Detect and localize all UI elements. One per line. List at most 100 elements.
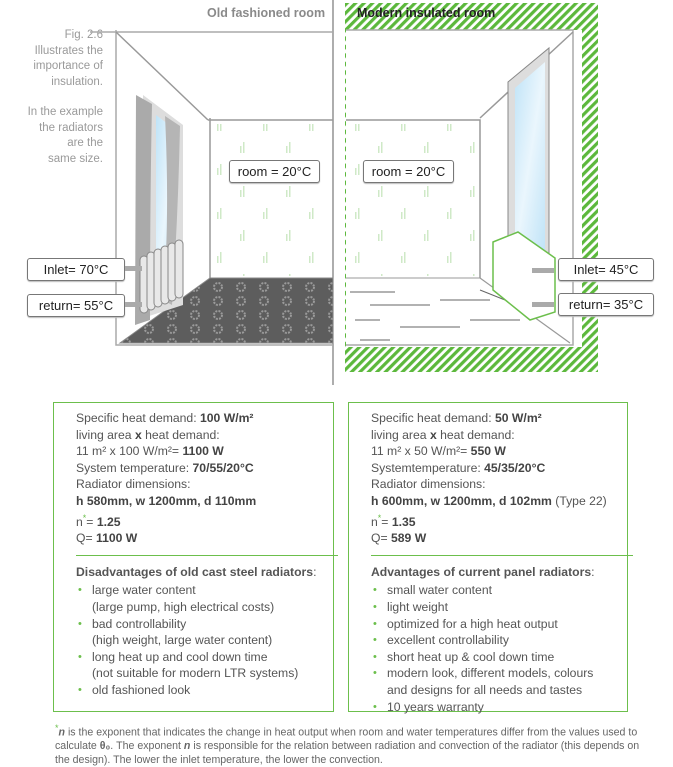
caption-line: are the [67, 137, 103, 149]
value: 1100 W [182, 444, 224, 459]
old-room-drawing [90, 30, 334, 346]
item-text: 10 years warranty [387, 699, 484, 714]
item-text: light weight [387, 600, 448, 614]
label: Q= [76, 531, 96, 546]
label: = [381, 514, 392, 529]
caption-line: same size. [48, 152, 103, 165]
label: n [371, 514, 378, 529]
label: living area [76, 427, 135, 442]
caption-line: the radiators [39, 121, 103, 134]
list-item: small water content [371, 582, 617, 599]
disadvantages-heading: Disadvantages of old cast steel radiator… [76, 564, 323, 581]
list-item: bad controllability (high weight, large w… [76, 616, 323, 649]
old-room-temp-label: room = 20°C [229, 160, 320, 183]
list-item: large water content (large pump, high ele… [76, 582, 323, 615]
modern-return-label: return= 35°C [558, 293, 654, 316]
exponent-symbol: n [183, 740, 191, 753]
figure-caption: Fig. 2.6 Illustrates the importance of i… [0, 28, 103, 167]
value: x [429, 427, 437, 442]
exponent: n*= 1.35 [371, 510, 617, 531]
calc-label: living area x heat demand: [76, 427, 323, 444]
list-item: short heat up & cool down time [371, 649, 617, 666]
label: 11 m² x 100 W/m²= [76, 444, 183, 459]
item-subtext: and designs for all needs and tastes [387, 682, 583, 697]
theta-symbol: θ₀ [99, 740, 111, 753]
system-temperature: Systemtemperature: 45/35/20°C [371, 460, 617, 477]
old-return-label: return= 55°C [27, 294, 125, 317]
dimensions: h 580mm, w 1200mm, d 110mm [76, 493, 323, 510]
value: h 580mm, w 1200mm, d 110mm [76, 493, 257, 508]
disadvantages-list: large water content (large pump, high ele… [76, 582, 323, 698]
label: Specific heat demand: [76, 411, 200, 425]
item-text: modern look, different models, colours [387, 666, 594, 681]
heading-text: Advantages of current panel radiators [371, 564, 592, 579]
divider [76, 554, 338, 556]
dimensions-label: Radiator dimensions: [371, 477, 486, 492]
value: 50 W/m² [494, 411, 542, 425]
footnote-text: . The exponent [110, 740, 184, 753]
item-text: excellent controllability [387, 633, 509, 648]
list-item: 10 years warranty [371, 699, 617, 716]
list-item: old fashioned look [76, 682, 323, 699]
item-text: large water content [92, 583, 196, 598]
calc-result: 11 m² x 50 W/m²= 550 W [371, 443, 617, 460]
heading-text: Disadvantages of old cast steel radiator… [76, 564, 314, 579]
value: h 600mm, w 1200mm, d 102mm [371, 493, 552, 508]
value: 1.25 [96, 514, 121, 529]
item-text: short heat up & cool down time [387, 649, 555, 664]
label: n [76, 514, 83, 529]
caption-line: insulation. [51, 75, 103, 88]
modern-room-title: Modern insulated room [357, 6, 496, 20]
label: Q= [371, 531, 391, 546]
value: 100 W/m² [199, 411, 254, 425]
footnote: * n is the exponent that indicates the ch… [55, 722, 655, 767]
calc-result: 11 m² x 100 W/m²= 1100 W [76, 443, 323, 460]
label: heat demand: [436, 427, 515, 442]
item-text: optimized for a high heat output [387, 616, 558, 631]
rooms-illustration [90, 0, 598, 385]
wallpaper-pattern [212, 124, 478, 276]
modern-room-drawing [346, 29, 574, 346]
old-radiator-info-box: Specific heat demand: 100 W/m² living ar… [53, 402, 338, 712]
modern-room-temp-label: room = 20°C [363, 160, 454, 183]
dimensions-label: Radiator dimensions: [76, 477, 191, 492]
list-item: excellent controllability [371, 632, 617, 649]
asterisk: * [82, 512, 87, 523]
value: 550 W [470, 444, 506, 459]
old-room-title: Old fashioned room [207, 6, 326, 20]
system-temperature: System temperature: 70/55/20°C [76, 460, 323, 477]
asterisk: * [55, 723, 59, 733]
modern-inlet-label: Inlet= 45°C [558, 258, 654, 281]
colon: : [591, 564, 595, 579]
list-item: modern look, different models, coloursan… [371, 665, 617, 698]
item-subtext: (not suitable for modern LTR systems) [92, 666, 299, 681]
item-subtext: (large pump, high electrical costs) [92, 600, 275, 614]
heat-demand: Specific heat demand: 100 W/m² [76, 410, 323, 427]
label: Systemtemperature: [371, 460, 485, 475]
label: System temperature: [76, 460, 193, 475]
label: = [86, 514, 97, 529]
label: (Type 22) [551, 493, 607, 508]
caption-line: importance of [33, 60, 103, 72]
heat-output: Q= 1100 W [76, 530, 323, 547]
caption-line: In the example [27, 106, 103, 118]
label: heat demand: [141, 427, 220, 442]
value: 45/35/20°C [484, 460, 546, 475]
colon: : [313, 564, 317, 579]
old-inlet-label: Inlet= 70°C [27, 258, 125, 281]
value: 1100 W [95, 531, 138, 546]
heat-output: Q= 589 W [371, 530, 617, 547]
list-item: long heat up and cool down time(not suit… [76, 649, 323, 682]
new-radiator-info-box: Specific heat demand: 50 W/m² living are… [348, 402, 633, 715]
footnote-text: is responsible for the relation between … [55, 740, 640, 766]
item-text: bad controllability [92, 616, 187, 631]
item-subtext: (high weight, large water content) [92, 633, 273, 648]
value: 1.35 [391, 514, 416, 529]
value: 589 W [390, 531, 427, 546]
list-item: light weight [371, 599, 617, 616]
footnote-text: is the exponent that indicates the chang… [55, 726, 638, 753]
label: 11 m² x 50 W/m²= [371, 444, 471, 459]
advantages-list: small water content light weight optimized… [371, 582, 617, 715]
item-text: small water content [387, 583, 492, 598]
advantages-heading: Advantages of current panel radiators: [371, 564, 617, 581]
